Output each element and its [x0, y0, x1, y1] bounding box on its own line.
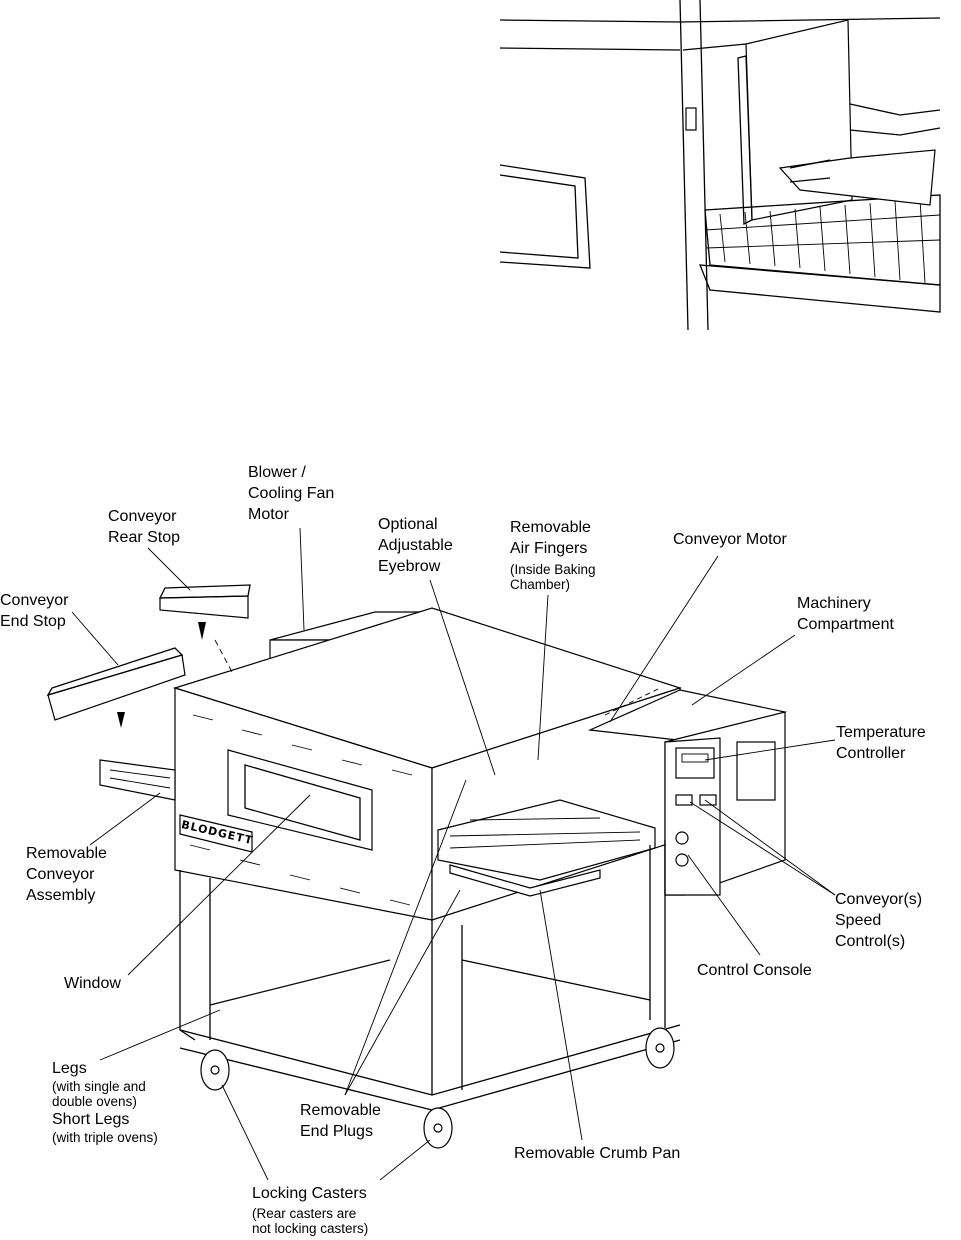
label-blower: Blower / Cooling Fan Motor [248, 462, 334, 525]
oven-drawing [46, 584, 788, 1149]
label-eyebrow: Optional Adjustable Eyebrow [378, 514, 453, 577]
label-note: (Inside Baking [510, 562, 596, 577]
label-line: Speed [835, 912, 882, 929]
label-window: Window [64, 975, 121, 992]
label-line: Locking Casters [252, 1185, 367, 1202]
label-line: Eyebrow [378, 558, 441, 575]
label-line: Rear Stop [108, 529, 181, 546]
label-removable-conveyor: Removable Conveyor Assembly [26, 843, 107, 906]
label-line: End Plugs [300, 1123, 373, 1140]
label-note: Chamber) [510, 577, 571, 592]
label-line: Assembly [26, 887, 96, 904]
label-line: Conveyor [26, 866, 95, 883]
label-line: Conveyor [0, 592, 69, 609]
label-line: Removable [300, 1102, 381, 1119]
label-line: Cooling Fan [248, 485, 335, 502]
label-line: Conveyor [108, 508, 177, 525]
leader-lines [71, 527, 836, 1181]
label-line: Controller [836, 745, 906, 762]
label-temp-controller: Temperature Controller [836, 722, 926, 764]
label-control-console: Control Console [697, 962, 812, 979]
label-speed-control: Conveyor(s) Speed Control(s) [835, 889, 922, 952]
label-conveyor-motor: Conveyor Motor [673, 531, 787, 548]
label-note: double ovens) [52, 1094, 137, 1109]
label-note: (with single and [52, 1079, 146, 1094]
label-rear-stop: Conveyor Rear Stop [108, 506, 180, 548]
label-line: Blower / [248, 464, 306, 481]
label-line: Optional [378, 516, 438, 533]
label-crumb-pan: Removable Crumb Pan [514, 1145, 681, 1162]
label-note: not locking casters) [252, 1221, 369, 1236]
label-line: Short Legs [52, 1111, 130, 1128]
label-machinery: Machinery Compartment [797, 593, 894, 635]
label-line: Temperature [836, 724, 926, 741]
label-air-fingers: Removable Air Fingers (Inside Baking Cha… [510, 517, 596, 592]
label-line: Adjustable [378, 537, 453, 554]
label-line: Motor [248, 506, 289, 523]
label-end-plugs: Removable End Plugs [300, 1100, 381, 1142]
label-line: Machinery [797, 595, 871, 612]
inset-air-finger-removal [499, 0, 941, 331]
label-line: Removable [510, 519, 591, 536]
label-note: (Rear casters are [252, 1206, 357, 1221]
label-end-stop: Conveyor End Stop [0, 590, 68, 632]
label-casters: Locking Casters (Rear casters are not lo… [252, 1183, 368, 1236]
label-line: Compartment [797, 616, 894, 633]
label-line: Air Fingers [510, 540, 588, 557]
label-line: Removable [26, 845, 107, 862]
label-legs: Legs (with single and double ovens) Shor… [52, 1058, 158, 1145]
label-line: Conveyor(s) [835, 891, 923, 908]
label-line: Legs [52, 1060, 87, 1077]
label-line: End Stop [0, 613, 66, 630]
label-line: Control(s) [835, 933, 906, 950]
label-note: (with triple ovens) [52, 1130, 158, 1145]
